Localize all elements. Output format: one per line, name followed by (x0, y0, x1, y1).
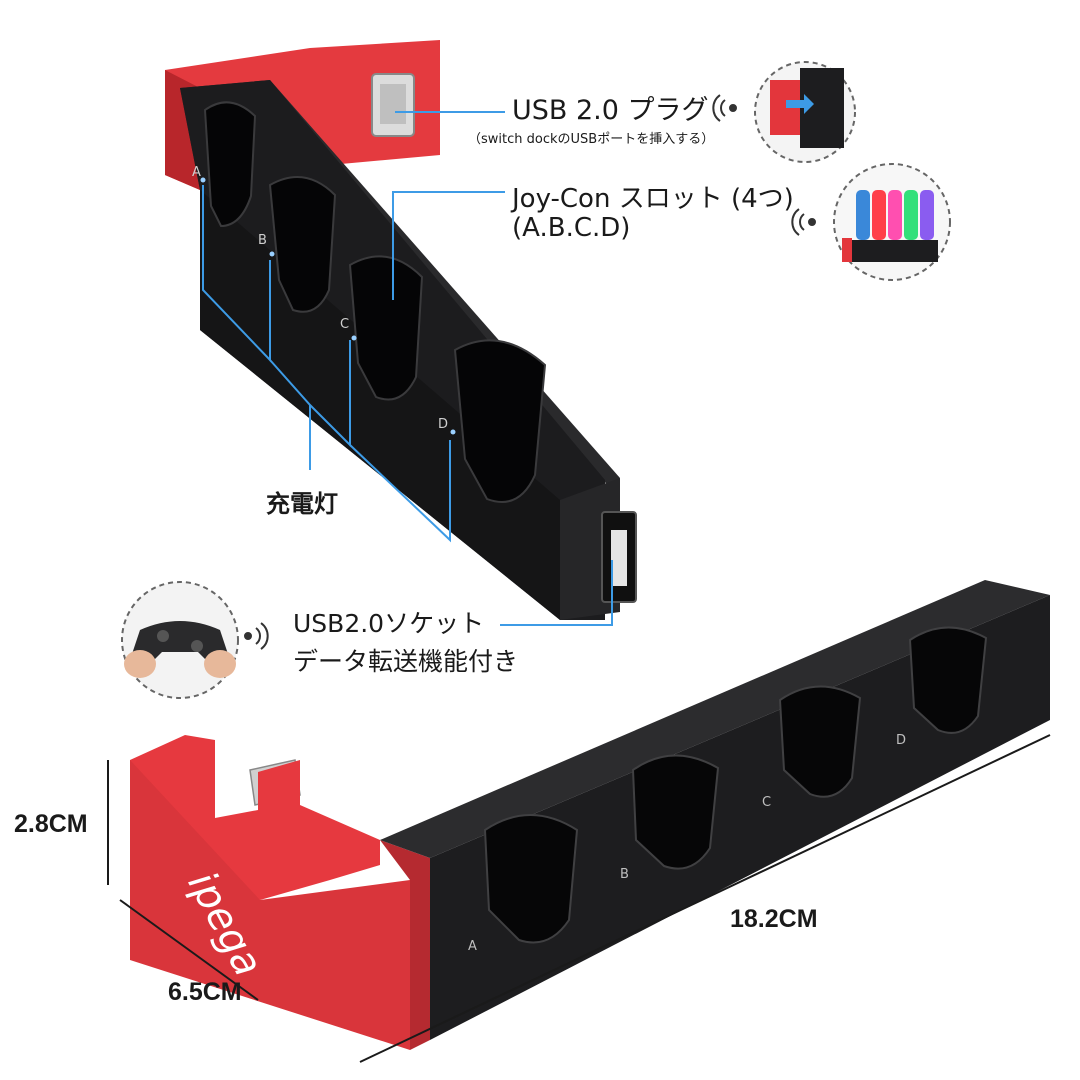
wireless-signal-icon (712, 94, 737, 122)
height-dimension: 2.8CM (14, 810, 88, 838)
usb-plug-inset (754, 61, 856, 163)
usb-plug-label: USB 2.0 プラグ (512, 95, 709, 126)
charge-light-label: 充電灯 (266, 490, 338, 518)
joycon-dock-inset (833, 163, 951, 281)
lower-slot-letter-d: D (896, 733, 906, 748)
callout-lines (202, 111, 613, 626)
slot-letter-b: B (258, 233, 267, 248)
usb-socket-label: USB2.0ソケット (293, 609, 485, 638)
joycon-slot-ids: (A.B.C.D) (512, 213, 631, 243)
slot-letter-d: D (438, 417, 448, 432)
upper-dock: A B C D (165, 40, 637, 620)
lower-slot-letter-a: A (468, 939, 477, 954)
wireless-signal-icon-3 (244, 622, 269, 650)
controller-inset (121, 581, 239, 699)
lower-slot-letter-b: B (620, 867, 629, 882)
dimension-lines (107, 734, 1051, 1063)
slot-letter-c: C (340, 317, 349, 332)
lower-dock: A B C D ipega (130, 580, 1050, 1050)
lower-slot-letter-c: C (762, 795, 771, 810)
slot-letter-a: A (192, 165, 201, 180)
depth-dimension: 6.5CM (168, 978, 242, 1006)
joycon-slot-label: Joy-Con スロット (4つ) (512, 184, 794, 214)
length-dimension: 18.2CM (730, 905, 818, 933)
wireless-signal-icon-2 (791, 208, 816, 236)
usb-plug-note: （switch dockのUSBポートを挿入する） (468, 132, 715, 147)
usb-socket-note: データ転送機能付き (293, 647, 519, 676)
